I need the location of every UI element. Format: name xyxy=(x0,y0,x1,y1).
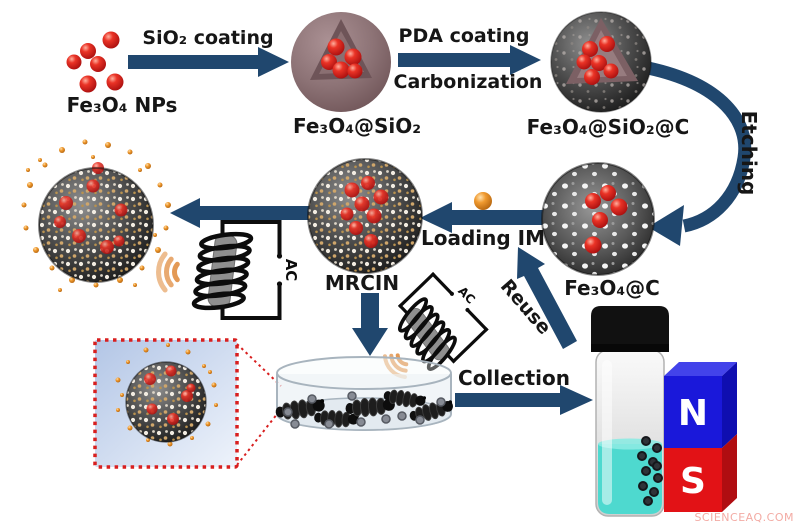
arrow-reuse xyxy=(517,247,577,349)
label-fe3o4-c: Fe₃O₄@C xyxy=(564,276,660,300)
ac-circuit-left xyxy=(159,222,283,318)
label-ac-left: AC xyxy=(282,259,300,282)
label-pda-coating: PDA coating xyxy=(399,25,530,47)
label-carbonization: Carbonization xyxy=(394,71,543,93)
watermark: SCIENCEAQ.COM xyxy=(694,511,794,524)
label-sio2-coating: SiO₂ coating xyxy=(142,27,273,49)
fe3o4-sio2-sphere xyxy=(291,12,391,112)
im-molecule xyxy=(474,192,492,210)
arrow-collection xyxy=(455,385,593,415)
arrow-pda-carbonization xyxy=(398,45,541,75)
fe3o4-sio2-c-sphere xyxy=(550,11,652,113)
arrow-release-left xyxy=(170,198,322,228)
magnet: N S xyxy=(664,362,737,512)
arrow-mrcin-down xyxy=(352,293,388,356)
released-mrcin-sphere xyxy=(21,139,171,292)
label-loading-im: Loading IM xyxy=(421,226,545,250)
arrow-etching-curve xyxy=(646,61,752,233)
dish-particles xyxy=(283,391,446,429)
label-fe3o4-sio2: Fe₃O₄@SiO₂ xyxy=(293,114,421,138)
petri-dish xyxy=(274,356,456,431)
process-arrows xyxy=(128,45,752,415)
magnet-n-label: N xyxy=(678,393,708,434)
im-halo-dots xyxy=(21,139,171,292)
arrow-etching-head xyxy=(648,205,684,246)
zoom-box xyxy=(93,338,282,469)
label-fe3o4-nps: Fe₃O₄ NPs xyxy=(67,93,178,117)
vial-cap xyxy=(591,306,669,352)
magnet-south xyxy=(664,448,722,512)
mrcin-sphere xyxy=(307,158,423,274)
magnet-north xyxy=(664,376,722,448)
zoom-callout-lines xyxy=(236,343,282,466)
fe3o4-c-sphere xyxy=(541,162,655,276)
label-mrcin: MRCIN xyxy=(325,271,399,295)
fe3o4-nps-cluster xyxy=(66,31,124,93)
label-etching: Etching xyxy=(737,111,761,196)
label-ac-middle: AC xyxy=(455,284,478,307)
collected-particles xyxy=(637,436,663,506)
collection-vial xyxy=(591,306,669,517)
induction-coil-icon xyxy=(159,222,283,318)
zoomed-sphere xyxy=(115,343,218,447)
label-collection: Collection xyxy=(458,366,570,390)
magnet-s-label: S xyxy=(680,461,706,502)
arrow-sio2-coating xyxy=(128,47,289,77)
label-fe3o4-sio2-c: Fe₃O₄@SiO₂@C xyxy=(527,115,690,139)
arrow-loading-im xyxy=(420,202,575,233)
